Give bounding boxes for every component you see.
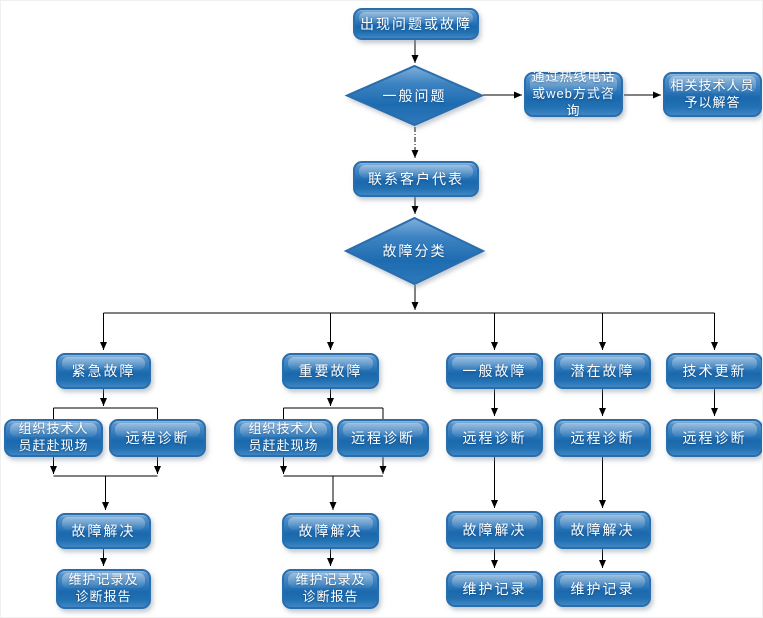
node-cat-tech-update-label: 技术更新 (682, 362, 747, 379)
node-remote-diagnosis-4: 远程诊断 (554, 419, 651, 457)
node-cat-important: 重要故障 (282, 353, 379, 389)
node-contact-rep: 联系客户代表 (353, 161, 479, 197)
node-cat-important-label: 重要故障 (298, 362, 363, 379)
node-cat-general: 一般故障 (446, 353, 543, 389)
node-maintenance-report-1: 维护记录及 诊断报告 (56, 569, 151, 609)
node-maintenance-report-1-label: 维护记录及 诊断报告 (68, 572, 139, 604)
node-fault-solved-2-label: 故障解决 (298, 522, 363, 539)
node-fault-solved-4: 故障解决 (554, 511, 651, 549)
decision-general-problem-label: 一般问题 (382, 87, 447, 104)
node-fault-solved-2: 故障解决 (282, 513, 379, 549)
node-remote-diagnosis-3-label: 远程诊断 (462, 429, 527, 446)
decision-fault-classify-shape (343, 216, 486, 286)
node-fault-solved-4-label: 故障解决 (570, 521, 635, 538)
node-cat-potential: 潜在故障 (554, 353, 651, 389)
node-cat-general-label: 一般故障 (462, 362, 527, 379)
node-cat-potential-label: 潜在故障 (570, 362, 635, 379)
node-cat-urgent-label: 紧急故障 (71, 362, 136, 379)
node-fault-solved-1: 故障解决 (56, 513, 151, 549)
node-maintenance-report-2-label: 维护记录及 诊断报告 (295, 572, 366, 604)
node-onsite-dispatch-2: 组织技术人 员赶赴现场 (234, 419, 333, 457)
node-remote-diagnosis-5: 远程诊断 (666, 419, 762, 457)
decision-fault-classify-label: 故障分类 (382, 243, 447, 259)
node-cat-urgent: 紧急故障 (56, 353, 151, 389)
node-remote-diagnosis-1: 远程诊断 (109, 419, 206, 457)
node-maintenance-report-2: 维护记录及 诊断报告 (282, 569, 379, 609)
node-hotline-consult-label: 通过热线电话 或web方式咨询 (531, 69, 616, 118)
node-maintenance-record-3-label: 维护记录 (462, 580, 527, 597)
node-start: 出现问题或故障 (353, 8, 479, 40)
node-cat-tech-update: 技术更新 (666, 353, 762, 389)
node-maintenance-record-4: 维护记录 (554, 571, 651, 607)
node-remote-diagnosis-3: 远程诊断 (446, 419, 543, 457)
node-fault-solved-3-label: 故障解决 (462, 521, 527, 538)
node-onsite-dispatch-1-label: 组织技术人 员赶赴现场 (18, 421, 89, 453)
node-remote-diagnosis-2: 远程诊断 (337, 419, 429, 457)
node-start-label: 出现问题或故障 (360, 15, 472, 32)
node-onsite-dispatch-1: 组织技术人 员赶赴现场 (4, 419, 103, 457)
node-maintenance-record-3: 维护记录 (446, 571, 543, 607)
node-fault-solved-1-label: 故障解决 (71, 522, 136, 539)
node-maintenance-record-4-label: 维护记录 (570, 580, 635, 597)
node-fault-solved-3: 故障解决 (446, 511, 543, 549)
node-remote-diagnosis-5-label: 远程诊断 (682, 429, 747, 446)
node-remote-diagnosis-1-label: 远程诊断 (125, 429, 190, 446)
connector-group (50, 40, 718, 568)
node-remote-diagnosis-4-label: 远程诊断 (570, 429, 635, 446)
node-onsite-dispatch-2-label: 组织技术人 员赶赴现场 (248, 421, 319, 453)
node-hotline-consult: 通过热线电话 或web方式咨询 (524, 69, 623, 118)
node-tech-answer: 相关技术人员 予以解答 (663, 72, 762, 117)
decision-general-problem-shape (344, 64, 485, 127)
node-contact-rep-label: 联系客户代表 (368, 170, 464, 187)
node-tech-answer-label: 相关技术人员 予以解答 (670, 77, 755, 110)
node-remote-diagnosis-2-label: 远程诊断 (351, 429, 415, 446)
decision-general-problem: 一般问题 (347, 66, 482, 125)
decision-fault-classify: 故障分类 (346, 218, 483, 284)
